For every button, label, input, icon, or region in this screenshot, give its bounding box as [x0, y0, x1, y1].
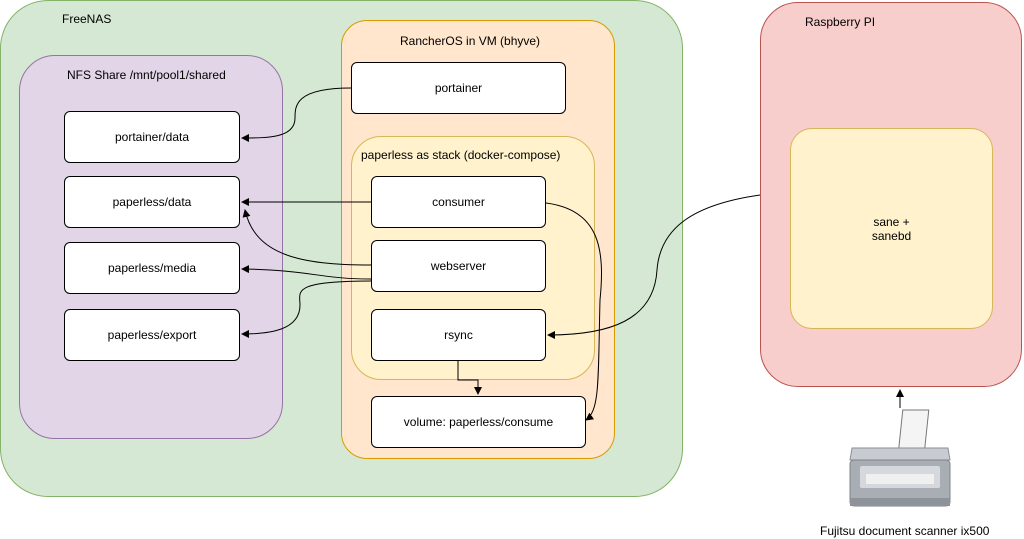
- node-portainer[interactable]: portainer: [351, 62, 566, 114]
- nfs-share-label: NFS Share /mnt/pool1/shared: [67, 68, 226, 82]
- node-paperless-media[interactable]: paperless/media: [64, 242, 240, 294]
- node-portainer-data[interactable]: portainer/data: [64, 111, 240, 163]
- edge-consumer-to-volume-consume: [545, 202, 602, 421]
- edge-webserver-to-paperless-data: [242, 209, 372, 266]
- edge-webserver-to-paperless-media: [241, 265, 372, 280]
- node-paperless-data[interactable]: paperless/data: [64, 176, 240, 228]
- node-webserver[interactable]: webserver: [371, 240, 546, 292]
- paperless-stack-label: paperless as stack (docker-compose): [361, 148, 561, 162]
- edge-rsync-to-volume-consume: [457, 361, 482, 395]
- raspberry-pi-label: Raspberry PI: [805, 15, 876, 29]
- edge-raspberry-pi-to-rsync: [547, 194, 761, 339]
- scanner-icon: [849, 409, 951, 507]
- edge-portainer-to-portainer-data: [241, 87, 352, 142]
- freenas-label: FreeNAS: [62, 12, 112, 26]
- node-paperless-export[interactable]: paperless/export: [64, 309, 240, 361]
- node-consumer[interactable]: consumer: [371, 176, 546, 228]
- scanner-label: Fujitsu document scanner ix500: [820, 524, 990, 538]
- edge-webserver-to-paperless-export: [241, 280, 372, 338]
- node-volume-consume[interactable]: volume: paperless/consume: [371, 396, 586, 448]
- rancheros-label: RancherOS in VM (bhyve): [400, 34, 541, 48]
- node-rsync[interactable]: rsync: [371, 309, 546, 361]
- node-sane[interactable]: sane + sanebd: [790, 128, 993, 329]
